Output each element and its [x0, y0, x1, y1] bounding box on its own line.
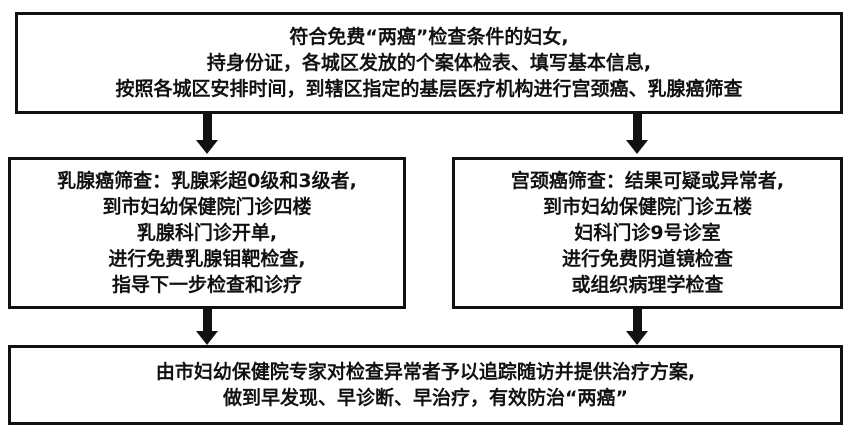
text-line: 由市妇幼保健院专家对检查异常者予以追踪随访并提供治疗方案,	[155, 361, 696, 383]
text-line: 进行免费乳腺钼靶检查,	[108, 248, 306, 270]
breast-cancer-screening-box: 乳腺癌筛查：乳腺彩超0级和3级者, 到市妇幼保健院门诊四楼 乳腺科门诊开单, 进…	[8, 157, 406, 309]
text-line: 妇科门诊9号诊室	[574, 222, 721, 244]
text-line: 按照各城区安排时间，到辖区指定的基层医疗机构进行宫颈癌、乳腺癌筛查	[115, 78, 743, 100]
text-line: 持身份证，各城区发放的个案体检表、填写基本信息,	[206, 52, 652, 74]
text-line: 到市妇幼保健院门诊四楼	[102, 196, 312, 218]
text-line: 或组织病理学检查	[571, 274, 724, 296]
text-line: 做到早发现、早诊断、早治疗，有效防治“两癌”	[223, 387, 628, 409]
text-line: 指导下一步检查和诊疗	[111, 274, 302, 296]
text-line: 到市妇幼保健院门诊五楼	[542, 196, 752, 218]
text-line: 符合免费“两癌”检查条件的妇女,	[289, 26, 569, 48]
cervical-cancer-screening-box: 宫颈癌筛查：结果可疑或异常者, 到市妇幼保健院门诊五楼 妇科门诊9号诊室 进行免…	[452, 157, 843, 309]
follow-up-box: 由市妇幼保健院专家对检查异常者予以追踪随访并提供治疗方案, 做到早发现、早诊断、…	[8, 345, 843, 425]
text-line: 乳腺癌筛查：乳腺彩超0级和3级者,	[57, 170, 357, 192]
text-line: 宫颈癌筛查：结果可疑或异常者,	[510, 170, 785, 192]
text-line: 进行免费阴道镜检查	[561, 248, 733, 270]
top-box: 符合免费“两癌”检查条件的妇女, 持身份证，各城区发放的个案体检表、填写基本信息…	[15, 12, 843, 114]
text-line: 乳腺科门诊开单,	[136, 222, 278, 244]
